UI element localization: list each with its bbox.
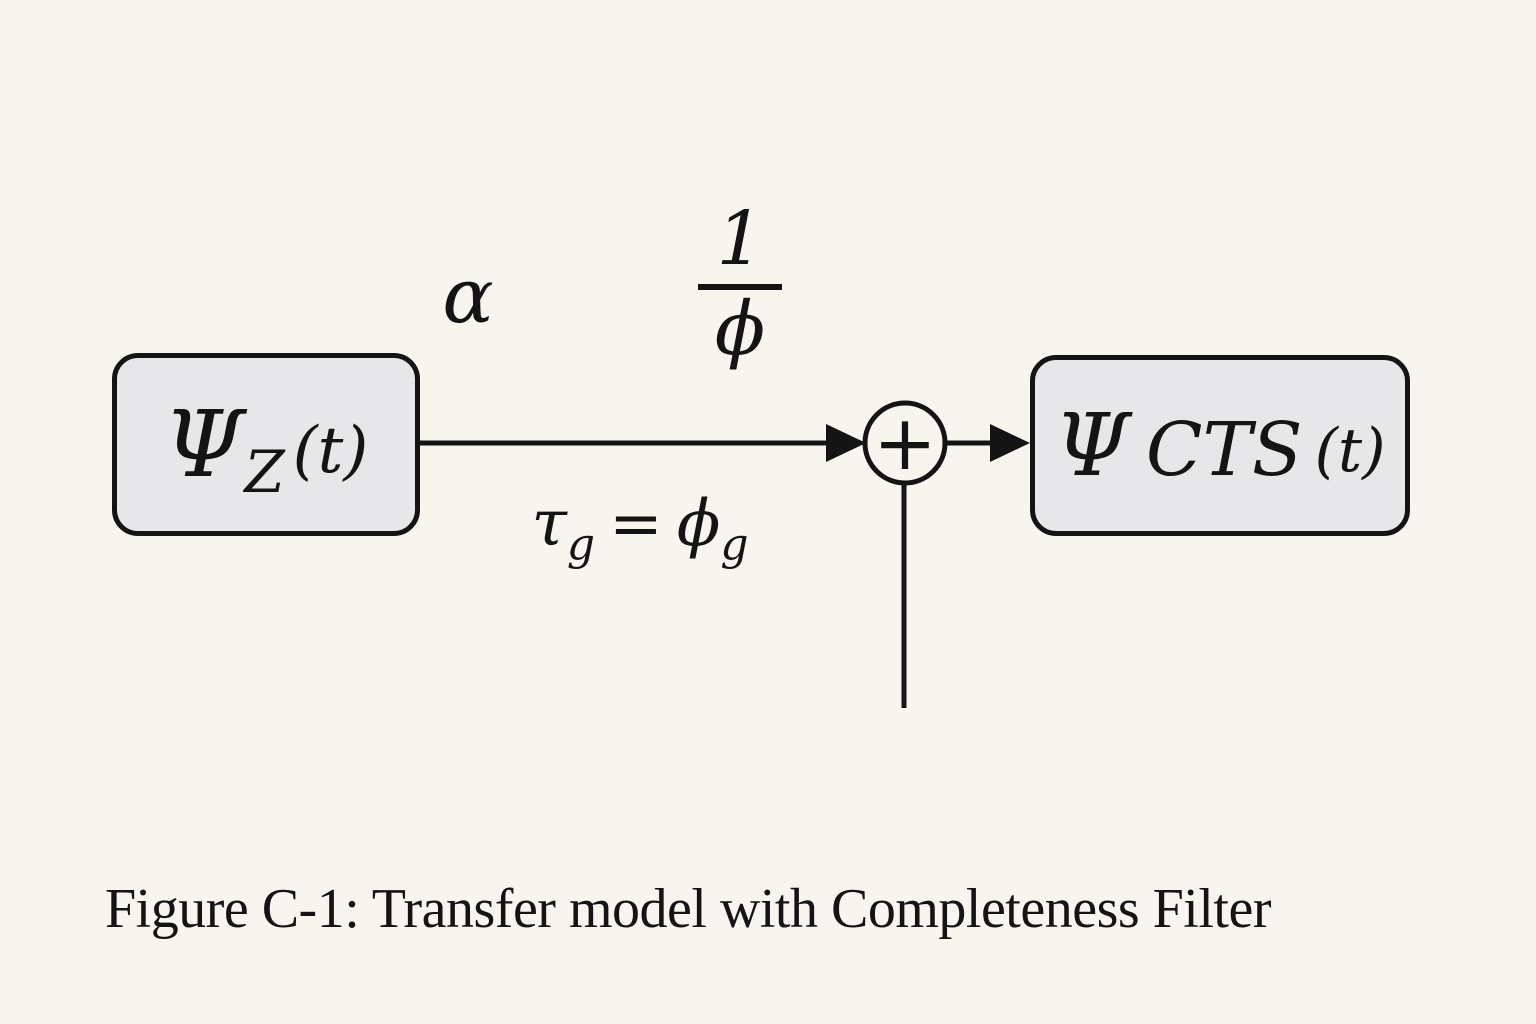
fraction-denominator: ϕ bbox=[714, 286, 766, 372]
output-arg: (t) bbox=[1314, 415, 1386, 486]
psi-symbol: Ψ bbox=[1054, 395, 1130, 496]
fraction-label: 1 ϕ bbox=[686, 202, 794, 366]
delay-rhs-subscript: g bbox=[720, 519, 749, 570]
delay-lhs: τ bbox=[531, 487, 567, 561]
gain-label: α bbox=[442, 251, 494, 340]
psi-symbol: Ψ bbox=[163, 390, 245, 498]
source-arg: (t) bbox=[292, 413, 369, 488]
plus-icon: + bbox=[873, 398, 937, 487]
transfer-arrowhead-icon bbox=[826, 424, 866, 462]
fraction-bar bbox=[698, 284, 782, 290]
delay-lhs-subscript: g bbox=[566, 519, 596, 570]
equals-sign: = bbox=[609, 487, 663, 561]
figure-caption: Figure C-1: Transfer model with Complete… bbox=[105, 878, 1271, 940]
delay-label: τg=ϕg bbox=[495, 492, 785, 567]
output-name: CTS bbox=[1145, 406, 1303, 493]
fraction-numerator: 1 bbox=[716, 196, 764, 282]
source-subscript: Z bbox=[244, 437, 285, 506]
delay-rhs: ϕ bbox=[676, 487, 721, 561]
output-arrowhead-icon bbox=[990, 424, 1030, 462]
